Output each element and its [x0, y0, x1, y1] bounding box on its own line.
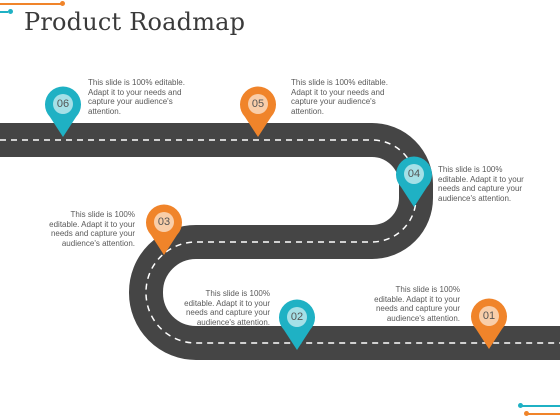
top-accent-decoration-small	[0, 8, 14, 16]
milestone-note-01: This slide is 100% editable. Adapt it to…	[374, 285, 460, 323]
milestone-number: 03	[157, 216, 171, 228]
milestone-pin-03[interactable]: 03	[146, 204, 182, 256]
milestone-pin-02[interactable]: 02	[279, 299, 315, 351]
milestone-number: 04	[407, 168, 421, 180]
map-marker-icon	[471, 298, 507, 349]
milestone-pin-05[interactable]: 05	[240, 86, 276, 138]
milestone-note-02: This slide is 100% editable. Adapt it to…	[184, 289, 270, 327]
map-marker-icon	[396, 156, 432, 207]
milestone-pin-06[interactable]: 06	[45, 86, 81, 138]
map-marker-icon	[146, 204, 182, 255]
map-marker-icon	[240, 86, 276, 137]
milestone-pin-04[interactable]: 04	[396, 156, 432, 208]
milestone-number: 02	[290, 311, 304, 323]
page-title: Product Roadmap	[24, 8, 246, 36]
milestone-number: 01	[482, 310, 496, 322]
milestone-number: 05	[251, 98, 265, 110]
top-accent-decoration	[0, 0, 70, 8]
bottom-accent-decoration-orange	[524, 410, 560, 418]
milestone-note-03: This slide is 100% editable. Adapt it to…	[49, 210, 135, 248]
milestone-note-06: This slide is 100% editable. Adapt it to…	[88, 78, 185, 116]
milestone-note-04: This slide is 100% editable. Adapt it to…	[438, 165, 524, 203]
milestone-note-05: This slide is 100% editable. Adapt it to…	[291, 78, 388, 116]
milestone-number: 06	[56, 98, 70, 110]
milestone-pin-01[interactable]: 01	[471, 298, 507, 350]
map-marker-icon	[45, 86, 81, 137]
map-marker-icon	[279, 299, 315, 350]
bottom-accent-decoration	[518, 402, 560, 410]
